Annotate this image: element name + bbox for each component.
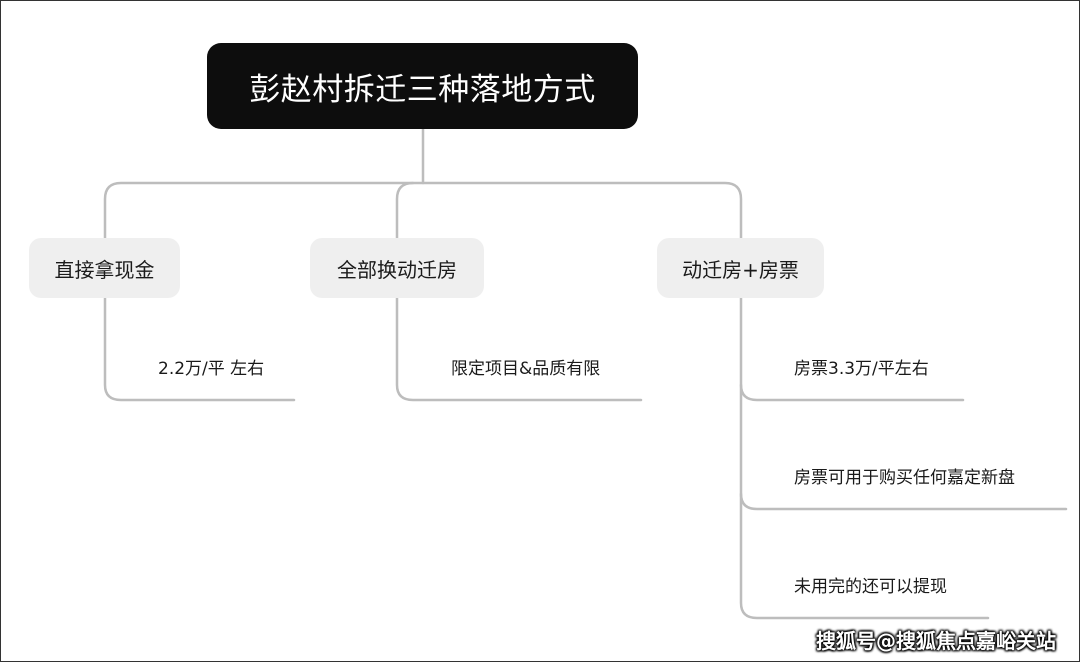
leaf-voucher-price[interactable]: 房票3.3万/平左右	[794, 359, 929, 379]
watermark: 搜狐号@搜狐焦点嘉峪关站	[816, 629, 1056, 653]
branch-node-housing-plus-voucher[interactable]: 动迁房+房票	[657, 238, 824, 298]
leaf-cash-price[interactable]: 2.2万/平 左右	[158, 359, 265, 379]
leaf-voucher-usage[interactable]: 房票可用于购买任何嘉定新盘	[794, 468, 1015, 488]
edge-relocation-leaf	[395, 296, 643, 402]
leaf-limited-projects[interactable]: 限定项目&品质有限	[451, 359, 601, 379]
edge-drop-middle	[395, 181, 415, 240]
branch-node-cash[interactable]: 直接拿现金	[29, 238, 180, 298]
branch-label: 全部换动迁房	[337, 257, 457, 282]
edge-cash-leaf	[103, 296, 296, 402]
root-label: 彭赵村拆迁三种落地方式	[249, 71, 596, 108]
branch-label: 动迁房+房票	[682, 257, 799, 282]
edge-voucher-usage	[739, 492, 1068, 511]
root-node[interactable]: 彭赵村拆迁三种落地方式	[207, 43, 638, 129]
leaf-voucher-cashout[interactable]: 未用完的还可以提现	[794, 577, 947, 597]
edge-voucher-cashout	[739, 296, 990, 620]
branch-label: 直接拿现金	[54, 257, 155, 282]
edge-bus	[103, 181, 743, 240]
edge-voucher-price	[739, 383, 965, 402]
branch-node-relocation-housing[interactable]: 全部换动迁房	[310, 238, 484, 298]
